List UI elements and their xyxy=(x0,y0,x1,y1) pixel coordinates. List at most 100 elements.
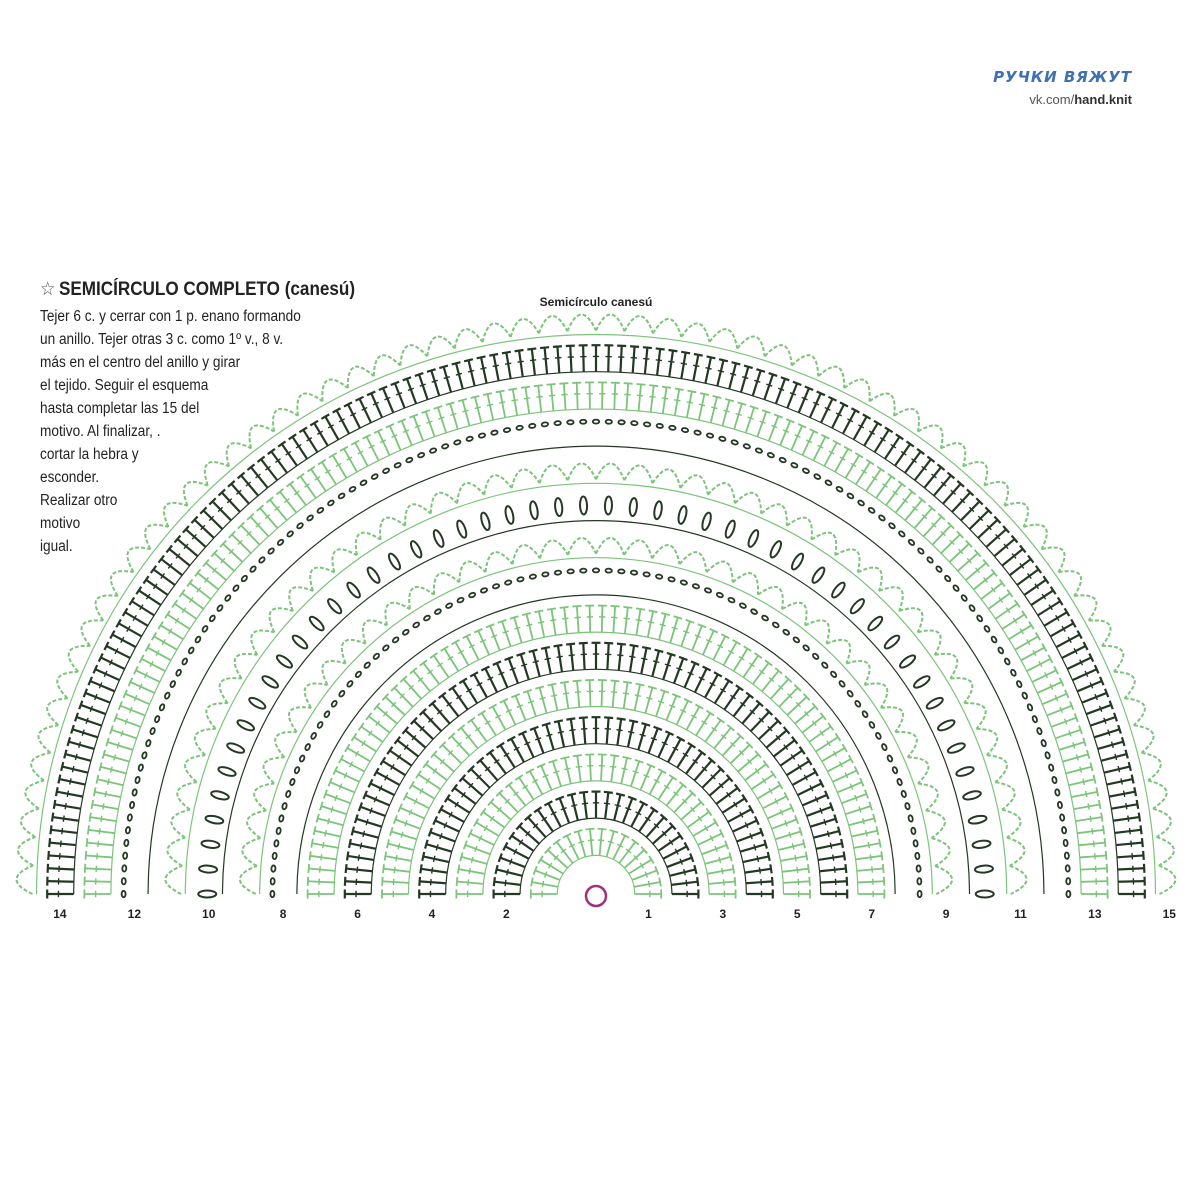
stitch-bar xyxy=(826,740,831,747)
stitch-post xyxy=(786,760,810,777)
stitch-top xyxy=(707,756,716,765)
stitch-top xyxy=(807,864,810,874)
stitch-bar xyxy=(191,533,197,540)
stitch-top xyxy=(408,780,415,790)
stitch-top xyxy=(897,480,907,488)
stitch-post xyxy=(384,696,406,716)
stitch-top xyxy=(876,465,886,473)
stitch-bar xyxy=(711,726,718,732)
stitch-post xyxy=(345,867,373,873)
chain-loop xyxy=(1124,697,1146,727)
stitch-top xyxy=(514,774,524,781)
stitch-top xyxy=(1088,653,1095,663)
stitch-bar xyxy=(850,462,857,468)
stitch-bar xyxy=(143,672,148,679)
chain-loop xyxy=(566,462,597,481)
stitch-post xyxy=(94,790,121,799)
stitch-bar xyxy=(346,456,353,461)
stitch-post xyxy=(662,845,688,860)
stitch-post xyxy=(563,682,570,709)
stitch-top xyxy=(685,619,695,624)
stitch-top xyxy=(504,655,514,662)
stitch-top xyxy=(834,732,842,742)
chain-stitch xyxy=(566,568,575,575)
stitch-post xyxy=(821,747,846,763)
puff-stitch xyxy=(701,511,712,532)
stitch-post xyxy=(1080,880,1108,883)
stitch-top xyxy=(1137,812,1142,822)
stitch-post xyxy=(521,732,535,758)
stitch-top xyxy=(623,605,633,609)
puff-stitch xyxy=(432,529,445,548)
puff-stitch xyxy=(504,505,515,525)
stitch-top xyxy=(536,763,546,769)
stitch-post xyxy=(704,673,719,699)
stitch-bar xyxy=(483,825,489,832)
stitch-bar xyxy=(468,782,474,789)
stitch-top xyxy=(688,789,697,797)
stitch-post xyxy=(1016,568,1040,586)
stitch-top xyxy=(687,389,697,394)
stitch-top xyxy=(1139,825,1143,835)
stitch-top xyxy=(426,368,436,373)
stitch-bar xyxy=(513,848,518,855)
stitch-post xyxy=(377,430,391,456)
stitch-bar xyxy=(805,439,813,444)
stitch-post xyxy=(716,359,725,387)
stitch-bar xyxy=(1072,742,1076,749)
stitch-bar xyxy=(525,830,531,837)
chain-stitch xyxy=(359,479,368,487)
stitch-post xyxy=(249,516,270,537)
stitch-bar xyxy=(681,798,688,804)
stitch-top xyxy=(736,732,745,740)
stitch-post xyxy=(758,720,779,740)
stitch-post xyxy=(469,832,495,846)
stitch-top xyxy=(439,364,449,370)
stitch-bar xyxy=(537,621,545,624)
chain-stitch xyxy=(1054,788,1061,797)
stitch-top xyxy=(535,685,545,690)
stitch-post xyxy=(657,776,674,801)
chain-stitch xyxy=(792,636,801,644)
stitch-top xyxy=(693,864,698,875)
stitch-bar xyxy=(768,676,775,683)
stitch-top xyxy=(1098,799,1102,810)
stitch-post xyxy=(648,770,663,795)
stitch-bar xyxy=(753,844,757,851)
stitch-post xyxy=(752,662,770,685)
chain-loop xyxy=(1009,864,1028,895)
chain-loop xyxy=(880,706,905,733)
stitch-post xyxy=(540,765,553,791)
stitch-bar xyxy=(921,514,928,520)
stitch-post xyxy=(324,416,340,441)
stitch-top xyxy=(646,763,656,769)
chain-stitch xyxy=(935,565,943,573)
chain-stitch xyxy=(370,473,379,480)
stitch-bar xyxy=(569,728,576,732)
stitch-bar xyxy=(661,830,667,837)
stitch-top xyxy=(317,458,327,466)
row-base-arc xyxy=(370,668,822,895)
stitch-top xyxy=(310,838,314,848)
stitch-post xyxy=(124,611,149,627)
stitch-post xyxy=(450,735,471,757)
stitch-post xyxy=(949,543,970,563)
chain-loop xyxy=(164,864,183,895)
stitch-bar xyxy=(610,691,618,694)
stitch-top xyxy=(410,716,418,725)
stitch-post xyxy=(857,880,885,884)
starting-ring xyxy=(584,884,608,908)
stitch-top xyxy=(694,703,704,710)
chain-stitch xyxy=(276,538,285,546)
stitch-bar xyxy=(616,728,623,732)
stitch-bar xyxy=(114,647,119,655)
watermark-brand: РУЧКИ ВЯЖУТ xyxy=(993,68,1132,86)
stitch-top xyxy=(785,418,795,424)
stitch-bar xyxy=(625,848,632,854)
stitch-bar xyxy=(1019,628,1025,635)
stitch-top xyxy=(315,813,320,823)
stitch-bar xyxy=(484,766,491,772)
stitch-top xyxy=(350,439,360,446)
stitch-post xyxy=(167,613,191,630)
stitch-bar xyxy=(541,880,545,888)
